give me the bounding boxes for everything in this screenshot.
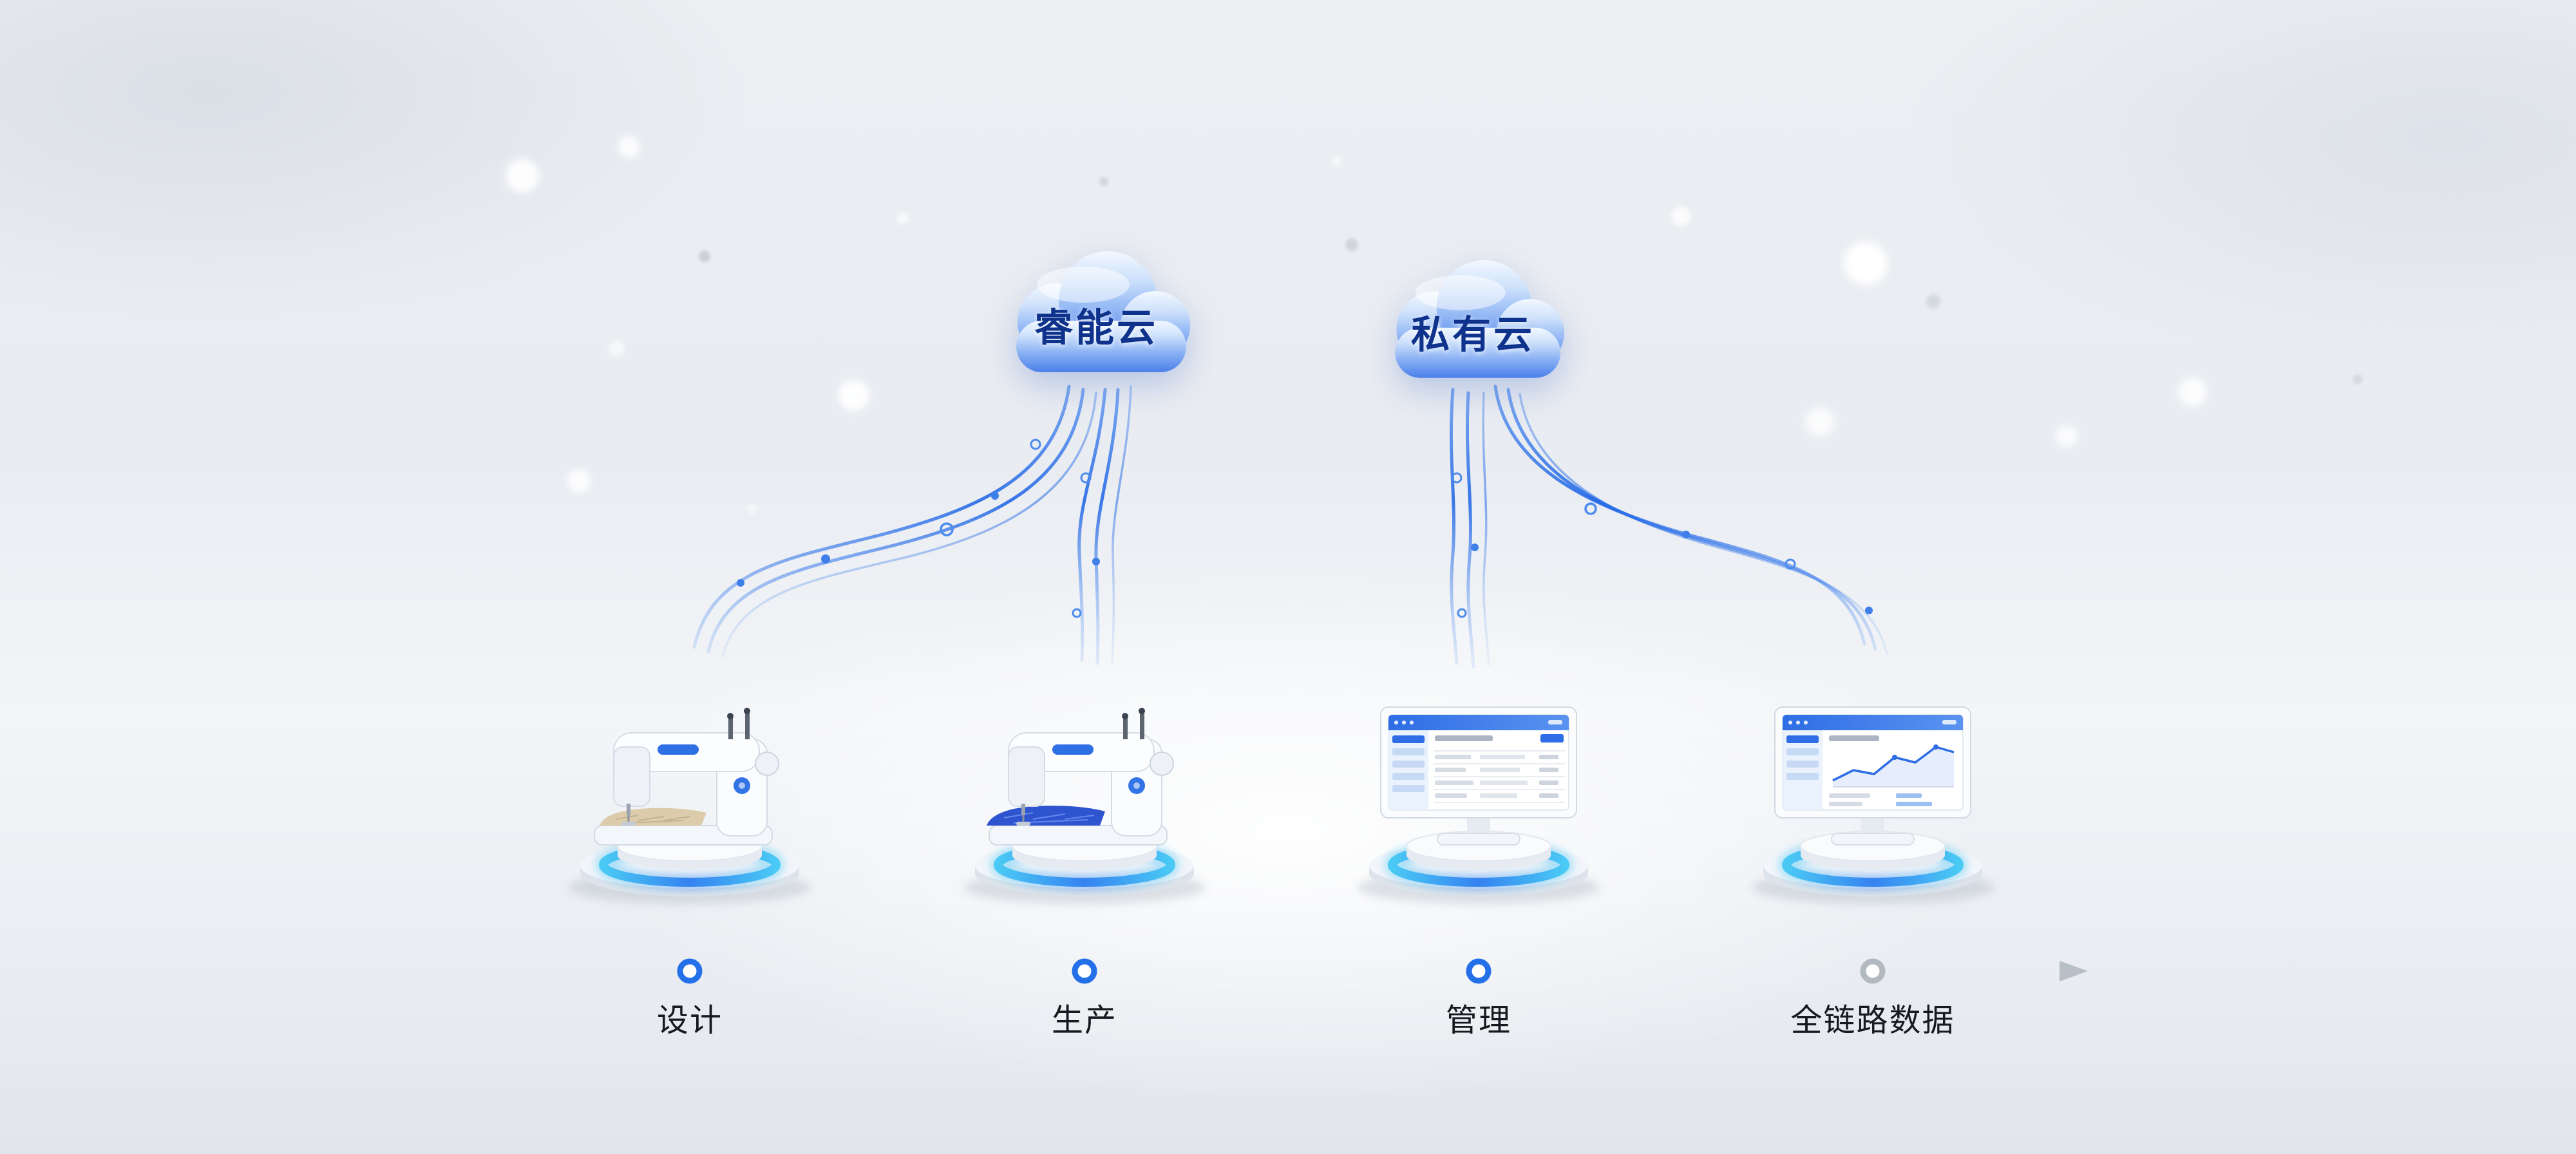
cloud-private: 私有云: [1360, 254, 1586, 398]
bokeh-dot: [1844, 241, 1888, 285]
bokeh-dot: [838, 380, 869, 411]
line-chart: [1832, 744, 1955, 788]
timeline-node-design: [677, 958, 703, 984]
bokeh-dot: [747, 504, 757, 514]
cloud-private-label: 私有云: [1411, 313, 1535, 357]
bokeh-dot: [1345, 238, 1358, 251]
device-monitor-management: [1343, 650, 1614, 908]
cloud-shape: [1016, 251, 1190, 372]
cloud-ruineng: 睿能云: [980, 245, 1212, 393]
bokeh-dot: [618, 136, 640, 158]
timeline-node-fullchain: [1860, 958, 1886, 984]
device-sewing-machine-beige: [554, 650, 825, 908]
device-monitor-analytics: [1738, 650, 2008, 908]
stream-node-dots: [737, 439, 1873, 618]
dashboard-screen: [1783, 715, 1963, 810]
cloud-shape: [1395, 260, 1564, 378]
dashboard-screen: [1388, 715, 1569, 810]
timeline-label-management: 管理: [1445, 1003, 1512, 1038]
sewing-machine: [987, 708, 1174, 846]
bokeh-dot: [1099, 177, 1108, 186]
cloud-ruineng-label: 睿能云: [1034, 306, 1158, 350]
fabric-beige: [600, 808, 706, 826]
bokeh-dot: [1331, 156, 1341, 166]
timeline: [482, 958, 2088, 984]
timeline-label-fullchain: 全链路数据: [1790, 1003, 1955, 1038]
monitor: [1380, 706, 1577, 846]
sewing-machine: [594, 708, 779, 846]
bokeh-dot: [609, 341, 625, 356]
timeline-label-production: 生产: [1051, 1003, 1118, 1038]
bokeh-dot: [699, 251, 710, 262]
bokeh-dot: [1806, 408, 1834, 436]
bokeh-dot: [897, 213, 909, 224]
bokeh-dot: [567, 469, 591, 493]
timeline-node-production: [1072, 958, 1097, 984]
bokeh-dot: [1671, 207, 1690, 226]
bokeh-dot: [506, 159, 539, 193]
timeline-node-management: [1466, 958, 1492, 984]
bokeh-dot: [2353, 374, 2363, 384]
device-sewing-machine-blue: [949, 650, 1220, 908]
bokeh-dot: [1926, 294, 1940, 308]
timeline-arrow: [2060, 961, 2088, 981]
monitor: [1774, 706, 1971, 846]
timeline-label-design: 设计: [656, 1003, 723, 1038]
bokeh-dot: [2179, 378, 2207, 406]
bokeh-dot: [2056, 426, 2078, 448]
